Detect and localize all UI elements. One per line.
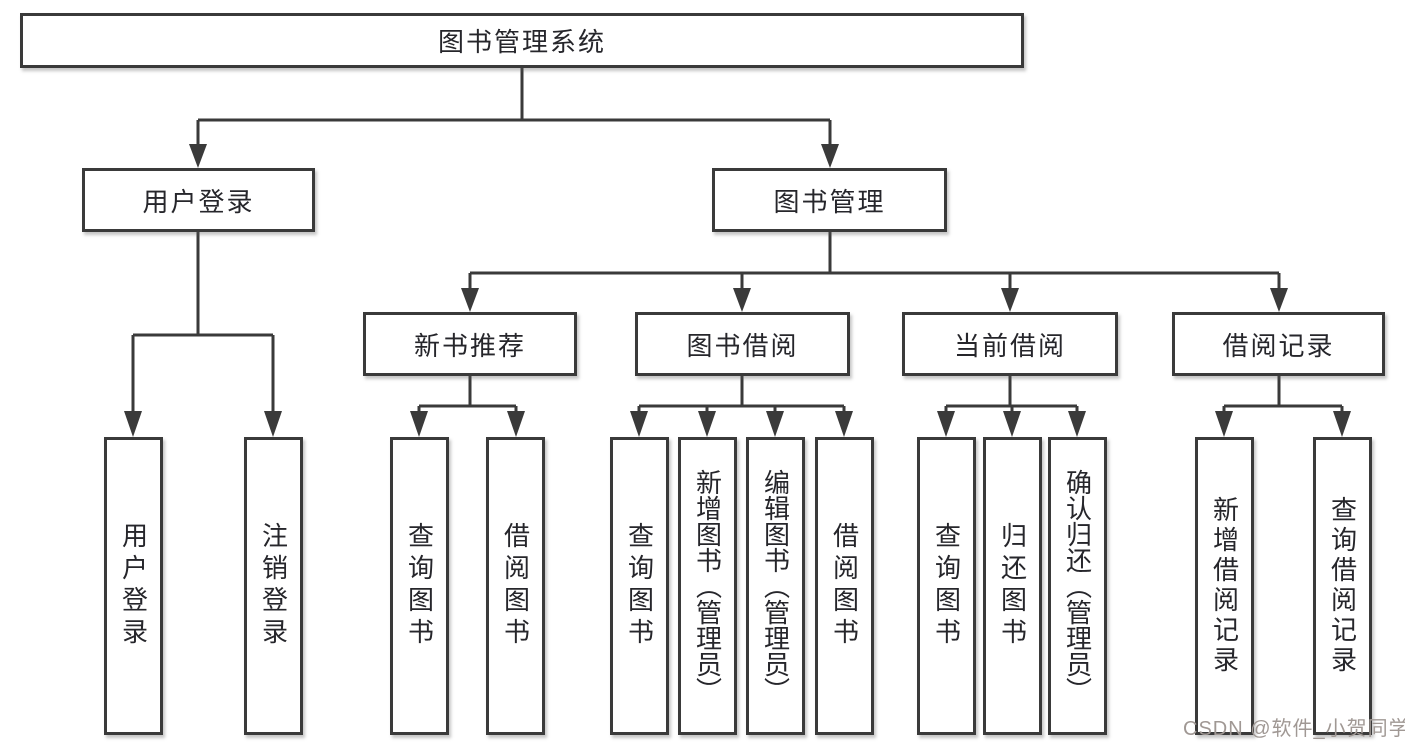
arrowhead-down-icon: [124, 411, 142, 437]
node-label: 确认归还（管理员）: [1062, 469, 1093, 703]
arrowhead-down-icon: [766, 411, 784, 437]
node-new-book-recommend: 新书推荐: [363, 312, 577, 376]
arrowhead-down-icon: [1215, 411, 1233, 437]
leaf-query-books-borrow: 查询图书: [610, 437, 669, 735]
arrowhead-down-icon: [264, 411, 282, 437]
node-label: 借阅图书: [500, 522, 531, 650]
connector-line: [946, 376, 1077, 408]
arrowhead-down-icon: [1001, 288, 1019, 312]
arrowhead-down-icon: [1068, 411, 1086, 437]
leaf-query-books-current: 查询图书: [917, 437, 976, 735]
node-label: 新书推荐: [413, 330, 526, 361]
connector-borrow-records-children: [1215, 376, 1351, 437]
node-user-login: 用户登录: [82, 168, 315, 232]
arrowhead-down-icon: [630, 411, 648, 437]
node-label: 借阅图书: [829, 522, 860, 650]
node-label: 借阅记录: [1222, 330, 1335, 361]
connector-root-to-level2: [189, 68, 839, 168]
node-label: 查询借阅记录: [1327, 496, 1358, 676]
connector-line: [419, 376, 516, 408]
node-root-system: 图书管理系统: [20, 13, 1024, 68]
node-book-borrow: 图书借阅: [635, 312, 850, 376]
arrowhead-down-icon: [1270, 288, 1288, 312]
node-label: 查询图书: [404, 522, 435, 650]
node-label: 新增借阅记录: [1209, 496, 1240, 676]
node-label: 用户登录: [118, 522, 149, 650]
node-label: 注销登录: [258, 522, 289, 650]
leaf-user-login: 用户登录: [104, 437, 163, 735]
node-label: 当前借阅: [953, 330, 1066, 361]
node-label: 查询图书: [931, 522, 962, 650]
leaf-borrow-books-recommend: 借阅图书: [486, 437, 545, 735]
leaf-query-books-recommend: 查询图书: [390, 437, 449, 735]
node-label: 图书管理: [773, 186, 886, 217]
arrowhead-down-icon: [733, 288, 751, 312]
connector-line: [470, 232, 1279, 275]
node-label: 图书借阅: [686, 330, 799, 361]
connector-book-management-children: [461, 232, 1288, 312]
connector-line: [198, 68, 830, 122]
node-book-management: 图书管理: [712, 168, 947, 232]
node-label: 新增图书（管理员）: [692, 469, 723, 703]
arrowhead-down-icon: [821, 144, 839, 168]
leaf-borrow-books: 借阅图书: [815, 437, 874, 735]
node-label: 用户登录: [142, 186, 255, 217]
node-label: 编辑图书（管理员）: [760, 469, 791, 703]
connector-line: [133, 232, 273, 337]
leaf-return-books: 归还图书: [983, 437, 1042, 735]
arrowhead-down-icon: [1333, 411, 1351, 437]
connector-line: [639, 376, 844, 408]
node-current-borrow: 当前借阅: [902, 312, 1118, 376]
arrowhead-down-icon: [461, 288, 479, 312]
leaf-add-books-admin: 新增图书（管理员）: [678, 437, 737, 735]
connector-line: [1224, 376, 1342, 408]
arrowhead-down-icon: [937, 411, 955, 437]
leaf-query-borrow-record: 查询借阅记录: [1313, 437, 1372, 735]
arrowhead-down-icon: [507, 411, 525, 437]
leaf-add-borrow-record: 新增借阅记录: [1195, 437, 1254, 735]
arrowhead-down-icon: [835, 411, 853, 437]
arrowhead-down-icon: [698, 411, 716, 437]
leaf-confirm-return-admin: 确认归还（管理员）: [1048, 437, 1107, 735]
connector-new-book-children: [410, 376, 525, 437]
node-label: 查询图书: [624, 522, 655, 650]
arrowhead-down-icon: [1003, 411, 1021, 437]
node-label: 归还图书: [997, 522, 1028, 650]
csdn-watermark: CSDN @软件_小贺同学: [1183, 718, 1405, 740]
connector-current-borrow-children: [937, 376, 1086, 437]
node-borrow-records: 借阅记录: [1172, 312, 1385, 376]
arrowhead-down-icon: [410, 411, 428, 437]
leaf-logout: 注销登录: [244, 437, 303, 735]
arrowhead-down-icon: [189, 144, 207, 168]
connector-book-borrow-children: [630, 376, 853, 437]
node-label: 图书管理系统: [437, 27, 606, 57]
leaf-edit-books-admin: 编辑图书（管理员）: [746, 437, 805, 735]
connector-user-login-children: [124, 232, 282, 437]
